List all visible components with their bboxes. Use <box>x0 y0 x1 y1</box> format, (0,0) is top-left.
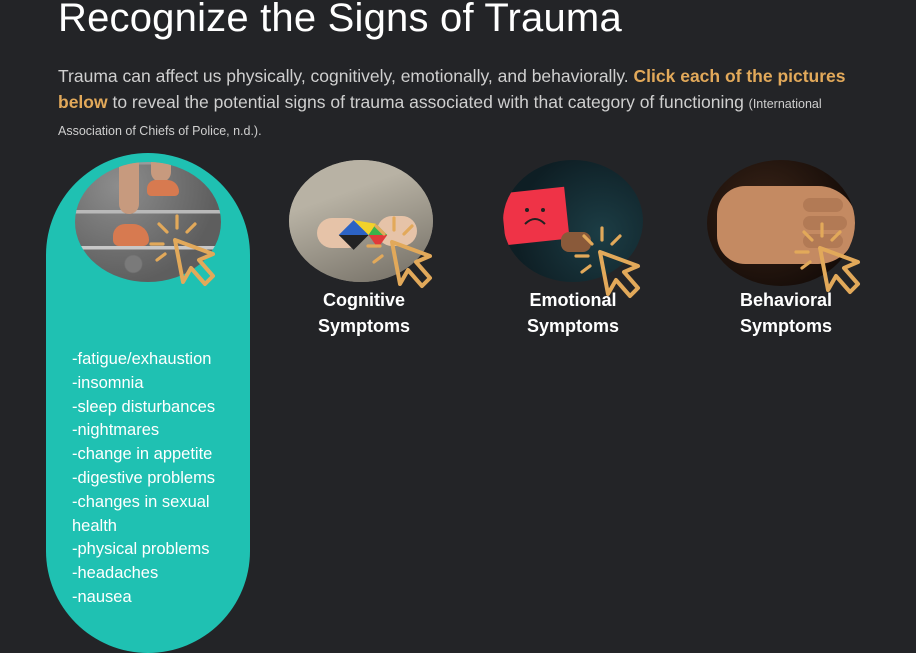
intro-highlight: Click each of the pictures below <box>58 66 846 112</box>
list-item: -nausea <box>72 587 132 606</box>
list-item: -changes in sexual health <box>72 492 210 535</box>
intro-text-cont: to reveal the potential signs of trauma … <box>107 91 749 112</box>
list-item: -physical problems <box>72 540 210 559</box>
click-pointer-icon <box>794 222 860 294</box>
physical-symptoms-card[interactable] <box>75 162 225 292</box>
intro-text: Trauma can affect us physically, cogniti… <box>58 66 634 86</box>
click-pointer-icon <box>366 216 432 288</box>
emotional-symptoms-label: Emotional Symptoms <box>526 290 620 336</box>
cognitive-symptoms-label: Cognitive Symptoms <box>317 290 411 336</box>
list-item: -nightmares <box>72 421 160 440</box>
intro-citation: (International Association of Chiefs of … <box>58 96 822 139</box>
page-title: Recognize the Signs of Trauma <box>58 0 622 40</box>
list-item: -fatigue/exhaustion <box>72 350 212 368</box>
sad-face-sign-photo <box>503 160 643 282</box>
list-item: -insomnia <box>72 373 144 392</box>
list-item: -digestive problems <box>72 468 216 487</box>
behavioral-symptoms-label: Behavioral Symptoms <box>739 290 833 336</box>
intro-paragraph: Trauma can affect us physically, cogniti… <box>58 64 858 145</box>
puzzle-cube-photo <box>289 160 433 282</box>
list-item: -change in appetite <box>72 445 213 464</box>
physical-symptoms-list: -fatigue/exhaustion -insomnia -sleep dis… <box>72 348 244 610</box>
list-item: -sleep disturbances <box>72 397 216 416</box>
click-pointer-icon <box>574 226 640 298</box>
list-item: -headaches <box>72 564 159 583</box>
fist-photo <box>707 160 855 286</box>
behavioral-symptoms-card[interactable]: Behavioral Symptoms <box>704 158 884 343</box>
click-pointer-icon <box>149 214 215 286</box>
cognitive-symptoms-card[interactable]: Cognitive Symptoms <box>286 158 456 343</box>
running-legs-on-stairs-photo <box>75 162 221 282</box>
emotional-symptoms-card[interactable]: Emotional Symptoms <box>500 158 670 343</box>
